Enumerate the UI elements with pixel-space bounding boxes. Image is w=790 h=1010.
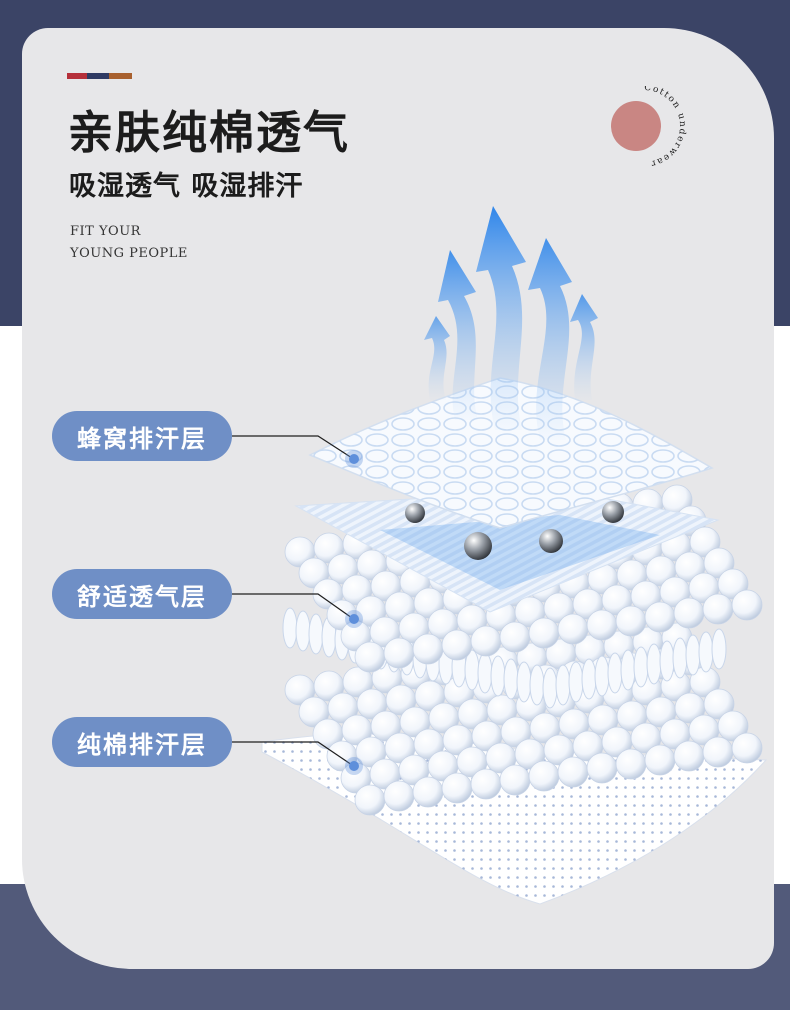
accent-stripe-navy [87, 73, 109, 79]
mesh-fiber [529, 664, 545, 706]
mesh-fiber [659, 640, 675, 682]
mesh-fiber [711, 628, 727, 670]
wavy-mesh-layer [282, 607, 727, 709]
cotton-ball [586, 609, 618, 641]
cotton-ball [412, 776, 444, 808]
connector-line-1 [232, 435, 353, 459]
connector-line-3 [232, 741, 353, 766]
cotton-ball [702, 593, 734, 625]
layer-label-honeycomb: 蜂窝排汗层 [52, 411, 232, 461]
mesh-fiber [295, 610, 311, 652]
mesh-fiber [581, 658, 597, 700]
connector-line-2 [232, 593, 353, 619]
accent-stripe-brown [109, 73, 132, 79]
cotton-ball [557, 756, 589, 788]
english-tagline-line1: FIT YOUR [70, 224, 141, 239]
cotton-ball [441, 772, 473, 804]
mesh-fiber [503, 658, 519, 700]
mesh-fiber [672, 637, 688, 679]
page-title: 亲肤纯棉透气 [68, 106, 351, 159]
english-tagline-line2: YOUNG PEOPLE [70, 246, 188, 261]
mesh-fiber [568, 661, 584, 703]
mesh-fiber [490, 655, 506, 697]
cotton-ball [644, 601, 676, 633]
mesh-fiber [607, 652, 623, 694]
cotton-ball [412, 633, 444, 665]
cotton-badge-icon: Cotton underwear [611, 86, 686, 168]
cotton-ball [441, 629, 473, 661]
cotton-ball [470, 768, 502, 800]
mesh-fiber [646, 643, 662, 685]
cotton-ball [644, 744, 676, 776]
cotton-ball [528, 760, 560, 792]
marker-dot-2-core [349, 614, 359, 624]
layer-label-breathable: 舒适透气层 [52, 569, 232, 619]
cotton-ball [702, 736, 734, 768]
cotton-ball [383, 780, 415, 812]
mesh-fiber [620, 649, 636, 691]
mesh-fiber [685, 634, 701, 676]
mesh-fiber [594, 655, 610, 697]
cotton-ball [557, 613, 589, 645]
marker-dot-1-core [349, 454, 359, 464]
airflow-arrows [424, 206, 598, 440]
cotton-ball [354, 641, 386, 673]
mesh-fiber [308, 613, 324, 655]
cotton-ball [383, 637, 415, 669]
cotton-ball [354, 784, 386, 816]
cotton-ball [499, 764, 531, 796]
cotton-ball [470, 625, 502, 657]
cotton-ball [586, 752, 618, 784]
mesh-fiber [477, 652, 493, 694]
cotton-ball [615, 748, 647, 780]
mesh-fiber [555, 664, 571, 706]
cotton-ball [499, 621, 531, 653]
cotton-ball [673, 740, 705, 772]
mesh-fiber [698, 631, 714, 673]
cotton-ball [731, 589, 763, 621]
mesh-fiber [516, 661, 532, 703]
cotton-ball [615, 605, 647, 637]
mesh-fiber [282, 607, 298, 649]
marker-dot-3-core [349, 761, 359, 771]
cotton-ball [703, 688, 735, 720]
cotton-ball [717, 710, 749, 742]
cotton-ball [673, 597, 705, 629]
cotton-ball [731, 732, 763, 764]
cotton-ball [528, 617, 560, 649]
layer-label-cotton: 纯棉排汗层 [52, 717, 232, 767]
page-subtitle: 吸湿透气 吸湿排汗 [69, 171, 304, 202]
mesh-fiber [542, 667, 558, 709]
accent-stripe-red [67, 73, 87, 79]
mesh-fiber [633, 646, 649, 688]
